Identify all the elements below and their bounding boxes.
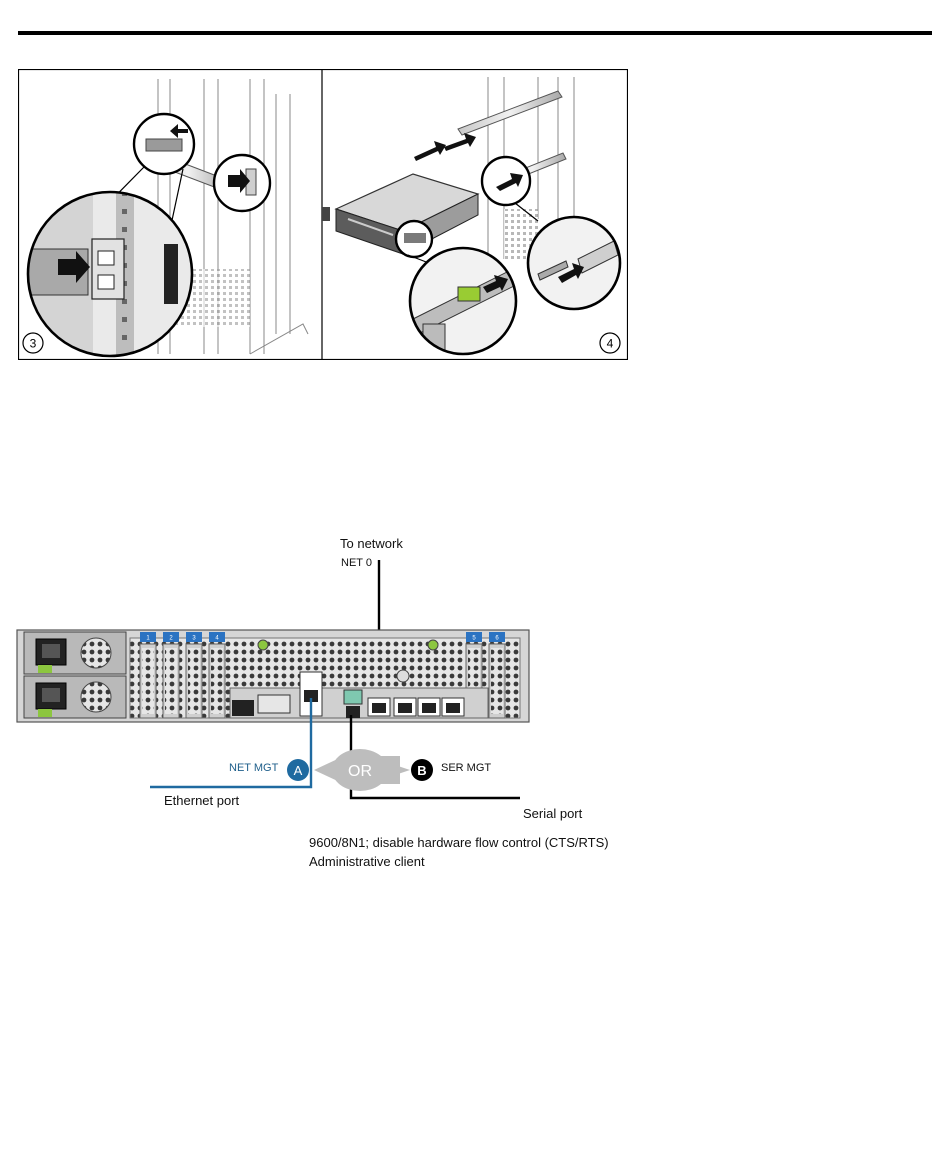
thumb-screw [428, 640, 438, 650]
net0-label: NET 0 [341, 557, 372, 569]
to-network-label: To network [340, 536, 403, 551]
detail-circle-rail [482, 157, 530, 205]
serial-settings-label: 9600/8N1; disable hardware flow control … [309, 835, 609, 850]
or-label: OR [348, 763, 372, 780]
vga-port [258, 695, 290, 713]
ser-mgt-label: SER MGT [441, 762, 491, 774]
or-selector: OR [314, 749, 410, 791]
serial-port-label: Serial port [523, 806, 582, 821]
power-supply-1 [24, 632, 126, 674]
usb-ports [232, 700, 254, 716]
badge-a-label: A [294, 763, 303, 778]
thumb-screw [258, 640, 268, 650]
power-supply-2 [24, 676, 126, 718]
ser-mgt-port [346, 706, 360, 718]
step-number-4: 4 [607, 337, 614, 351]
net-mgt-label: NET MGT [229, 762, 278, 774]
rear-panel-cabling-figure: 1 2 3 4 5 6 [0, 520, 640, 880]
rack-rail-installation-figure: 3 [18, 69, 628, 360]
step-number-3: 3 [30, 337, 37, 351]
ser-mgt-label [344, 690, 362, 704]
administrative-client-label: Administrative client [309, 854, 425, 869]
badge-b-label: B [417, 763, 426, 778]
top-rule [18, 31, 932, 35]
ethernet-port-label: Ethernet port [164, 793, 239, 808]
server-rear-panel: 1 2 3 4 5 6 [17, 630, 529, 722]
